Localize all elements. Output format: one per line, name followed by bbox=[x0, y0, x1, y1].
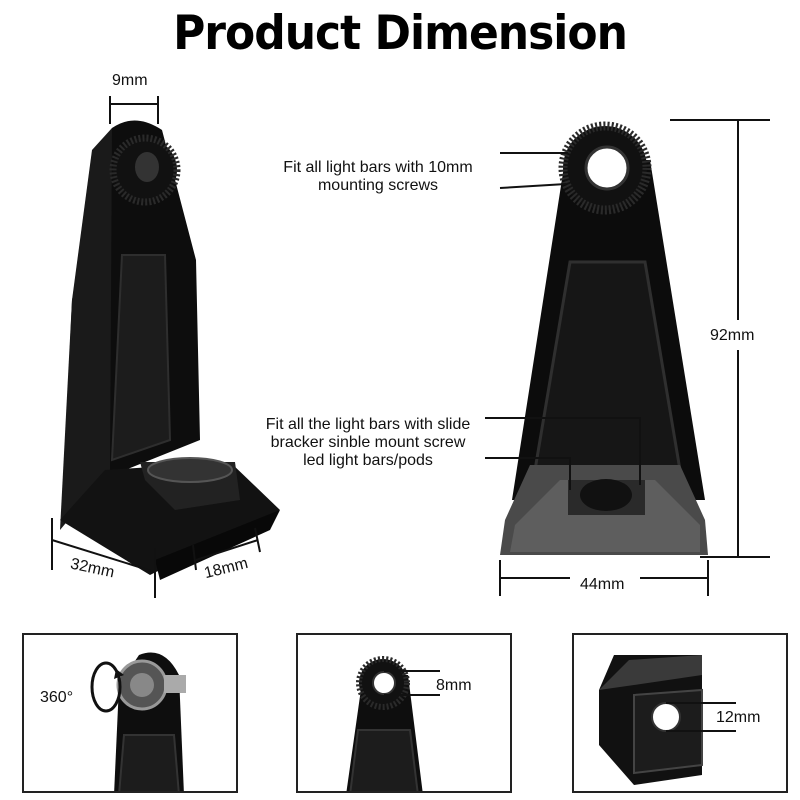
serrated-top-disc bbox=[558, 121, 652, 215]
page-title: Product Dimension bbox=[173, 5, 628, 62]
serrated-disc bbox=[109, 134, 181, 206]
rotation-detail bbox=[90, 652, 186, 791]
slide-note: Fit all the light bars with slide bracke… bbox=[246, 416, 490, 470]
rotate-arrow-icon bbox=[90, 661, 124, 713]
screw-note: Fit all light bars with 10mm mounting sc… bbox=[266, 159, 490, 195]
slide-note-line1: Fit all the light bars with slide bbox=[265, 416, 471, 433]
slide-note-line2: bracker sinble mount screw bbox=[270, 434, 466, 451]
screw-note-line2: mounting screws bbox=[317, 177, 439, 194]
dim-44mm: 44mm bbox=[580, 576, 625, 593]
dim-9mm: 9mm bbox=[112, 72, 148, 89]
detail-panel-slot: 12mm bbox=[572, 633, 788, 793]
slide-note-line3: led light bars/pods bbox=[303, 452, 433, 469]
rotation-label: 360° bbox=[40, 689, 74, 706]
slot-size-label: 12mm bbox=[716, 709, 761, 726]
dim-92mm: 92mm bbox=[710, 327, 755, 344]
screw-note-line1: Fit all light bars with 10mm bbox=[283, 159, 473, 176]
slot-detail bbox=[599, 655, 736, 785]
detail-panel-rotation: 360° bbox=[22, 633, 238, 793]
hole-detail bbox=[346, 656, 440, 791]
detail-panel-hole: 8mm bbox=[296, 633, 512, 793]
hole-size-label: 8mm bbox=[436, 677, 472, 694]
